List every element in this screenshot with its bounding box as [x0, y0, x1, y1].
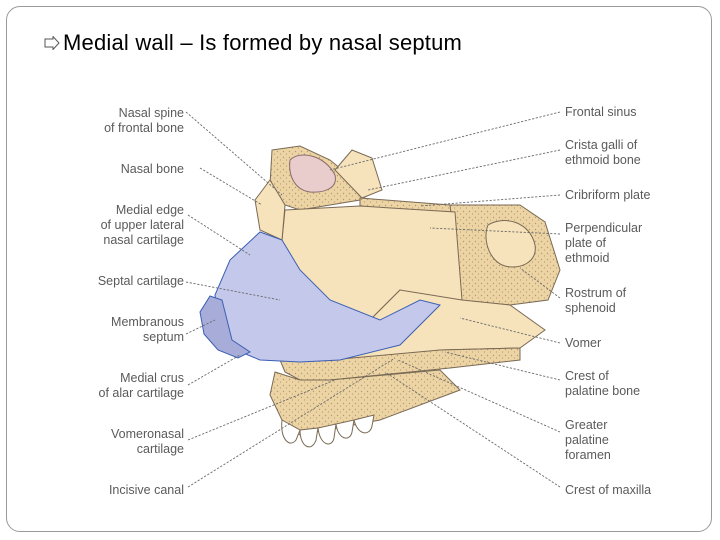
crista-galli	[334, 149, 383, 199]
slide-frame	[6, 6, 712, 532]
label-vomer: Vomer	[565, 336, 601, 350]
maxilla-alveolar	[269, 369, 461, 436]
label-frontal-sinus: Frontal sinus	[565, 105, 637, 119]
label-incisive-canal: Incisive canal	[109, 483, 184, 497]
sphenoid-sinus	[485, 220, 536, 268]
hollow-arrow-bullet-icon	[44, 36, 60, 50]
bullet-point: Medial wall – Is formed by nasal septum	[44, 30, 462, 56]
teeth	[281, 414, 375, 448]
leader-lines-right	[329, 111, 561, 488]
label-crest-maxilla: Crest of maxilla	[565, 483, 651, 497]
membranous-septum	[199, 295, 251, 359]
label-cribriform-plate: Cribriform plate	[565, 188, 650, 202]
frontal-sinus	[289, 154, 336, 193]
leader-lines-left	[185, 111, 396, 488]
label-nasal-bone: Nasal bone	[121, 162, 184, 176]
label-septal-cartilage: Septal cartilage	[98, 274, 184, 288]
nasal-bone	[254, 179, 286, 241]
slide-heading: Medial wall – Is formed by nasal septum	[63, 30, 463, 55]
